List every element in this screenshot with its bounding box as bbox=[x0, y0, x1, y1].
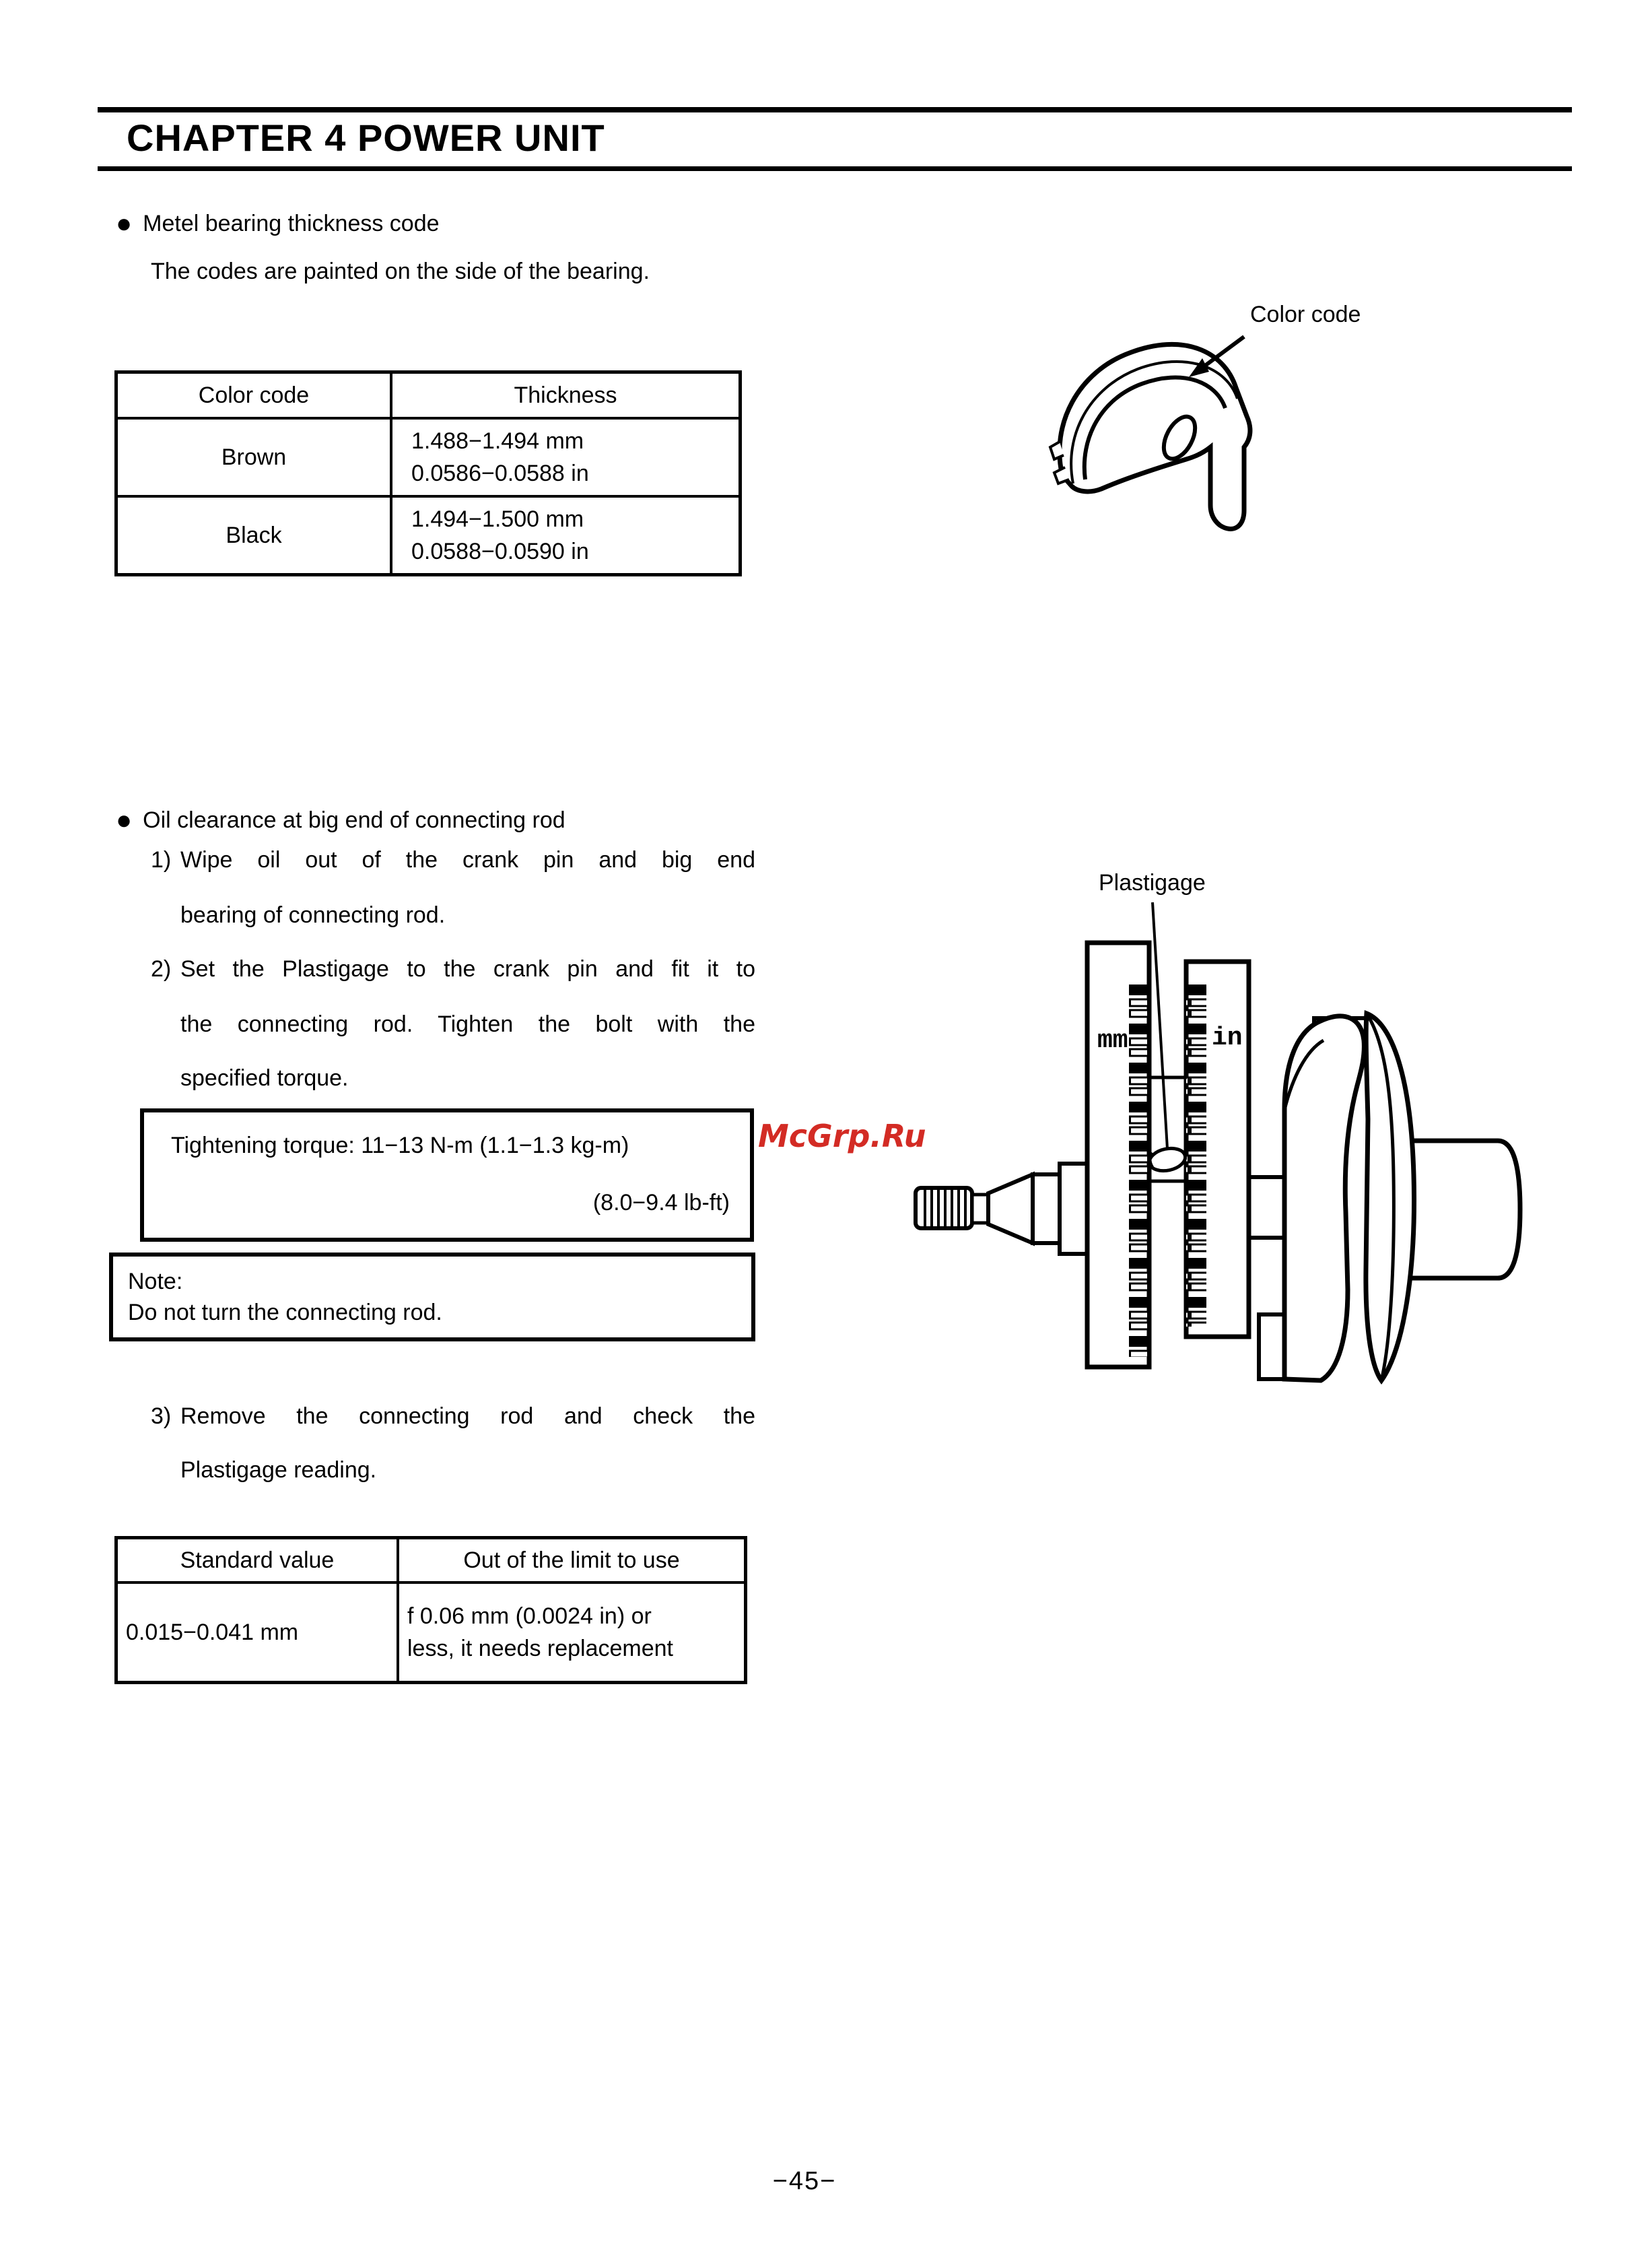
plastigage-leader-line bbox=[1151, 902, 1169, 1149]
bullet-icon: ● bbox=[116, 209, 133, 238]
step2-number: 2) bbox=[151, 956, 172, 982]
table-cell-limit: f 0.06 mm (0.0024 in) or less, it needs … bbox=[397, 1581, 744, 1681]
crank-web-left bbox=[1282, 1013, 1367, 1383]
shaft-neck bbox=[970, 1193, 990, 1225]
step1-number: 1) bbox=[151, 847, 172, 873]
note-text: Do not turn the connecting rod. bbox=[128, 1300, 442, 1325]
color-code-arrow-line bbox=[1204, 335, 1245, 368]
thickness-mm: 1.488−1.494 mm bbox=[411, 428, 584, 454]
mm-scale-ticks bbox=[1129, 985, 1149, 1357]
tightening-torque-box: Tightening torque: 11−13 N-m (1.1−1.3 kg… bbox=[140, 1108, 754, 1242]
section-heading-text: Metel bearing thickness code bbox=[143, 210, 440, 236]
bearing-inner-bore-arc bbox=[1082, 375, 1227, 480]
table-cell-thickness-brown: 1.488−1.494 mm 0.0586−0.0588 in bbox=[390, 417, 739, 495]
torque-spec-line2: (8.0−9.4 lb-ft) bbox=[592, 1190, 730, 1215]
bearing-locating-notch bbox=[1048, 440, 1064, 461]
table-cell-standard-value: 0.015−0.041 mm bbox=[118, 1581, 397, 1681]
step1-line1: Wipe oil out of the crank pin and big en… bbox=[180, 847, 755, 873]
section-description: The codes are painted on the side of the… bbox=[151, 259, 650, 284]
note-box: Note: Do not turn the connecting rod. bbox=[109, 1253, 755, 1341]
step2-line2: the connecting rod. Tighten the bolt wit… bbox=[180, 1011, 755, 1037]
bearing-figure-drawing bbox=[1048, 335, 1253, 531]
bullet-icon: ● bbox=[116, 805, 133, 835]
bearing-thickness-table: Color code Thickness Brown 1.488−1.494 m… bbox=[114, 370, 742, 576]
table-cell-color-brown: Brown bbox=[118, 417, 390, 495]
limit-line1: f 0.06 mm (0.0024 in) or bbox=[407, 1603, 652, 1629]
bearing-thickness-arc bbox=[1070, 360, 1239, 484]
step3-line1: Remove the connecting rod and check the bbox=[180, 1403, 755, 1429]
table-header-thickness: Thickness bbox=[390, 374, 739, 417]
section-metal-bearing-heading: ● Metel bearing thickness code bbox=[116, 210, 440, 237]
note-title: Note: bbox=[128, 1269, 183, 1294]
in-unit-label: in bbox=[1212, 1024, 1243, 1053]
step3-number: 3) bbox=[151, 1403, 172, 1429]
crank-stub-right bbox=[1410, 1138, 1523, 1281]
step1-line2: bearing of connecting rod. bbox=[180, 902, 446, 928]
bearing-locating-notch-2 bbox=[1052, 466, 1070, 486]
crankshaft-figure-drawing bbox=[914, 902, 1523, 1391]
shaft-step-small bbox=[1031, 1172, 1062, 1245]
watermark-text: McGrp.Ru bbox=[758, 1118, 926, 1154]
step3-line2: Plastigage reading. bbox=[180, 1457, 377, 1483]
section-heading-text: Oil clearance at big end of connecting r… bbox=[143, 807, 565, 833]
step2-line3: specified torque. bbox=[180, 1065, 349, 1091]
crank-web-right bbox=[1363, 1009, 1416, 1385]
in-scale-ticks bbox=[1186, 985, 1206, 1327]
plastigage-strip bbox=[1148, 960, 1188, 1391]
page-title: CHAPTER 4 POWER UNIT bbox=[127, 116, 605, 159]
table-header-color-code: Color code bbox=[198, 382, 310, 408]
table-cell-color-black: Black bbox=[118, 495, 390, 573]
bearing-shell-outline bbox=[1057, 341, 1253, 531]
plastigage-strip-tail bbox=[1148, 1152, 1154, 1168]
thickness-mm: 1.494−1.500 mm bbox=[411, 506, 584, 532]
thread-stripes bbox=[924, 1189, 967, 1227]
thickness-in: 0.0586−0.0588 in bbox=[411, 461, 589, 486]
table-header-standard-value: Standard value bbox=[180, 1547, 335, 1573]
limit-line2: less, it needs replacement bbox=[407, 1636, 673, 1661]
crank-web-right-contour bbox=[1365, 1012, 1396, 1381]
torque-spec-line1: Tightening torque: 11−13 N-m (1.1−1.3 kg… bbox=[171, 1133, 629, 1158]
thickness-in: 0.0588−0.0590 in bbox=[411, 539, 589, 564]
oil-clearance-limit-table: Standard value Out of the limit to use 0… bbox=[114, 1536, 747, 1684]
plastigage-figure-label: Plastigage bbox=[1099, 870, 1206, 896]
crank-web-notch bbox=[1257, 1312, 1288, 1381]
page-number: −45− bbox=[772, 2167, 837, 2195]
header-top-rule bbox=[98, 107, 1572, 112]
bearing-oil-hole bbox=[1161, 414, 1198, 461]
color-code-figure-label: Color code bbox=[1250, 302, 1361, 327]
step2-line1: Set the Plastigage to the crank pin and … bbox=[180, 956, 755, 982]
table-cell-thickness-black: 1.494−1.500 mm 0.0588−0.0590 in bbox=[390, 495, 739, 573]
table-header-out-of-limit: Out of the limit to use bbox=[397, 1539, 744, 1581]
header-bottom-rule bbox=[98, 166, 1572, 171]
shaft-taper-cone bbox=[986, 1171, 1035, 1246]
mm-unit-label: mm bbox=[1097, 1026, 1128, 1055]
crank-web-left-contour bbox=[1282, 1038, 1325, 1110]
color-code-arrowhead bbox=[1189, 358, 1209, 377]
section-oil-clearance-heading: ● Oil clearance at big end of connecting… bbox=[116, 807, 565, 834]
